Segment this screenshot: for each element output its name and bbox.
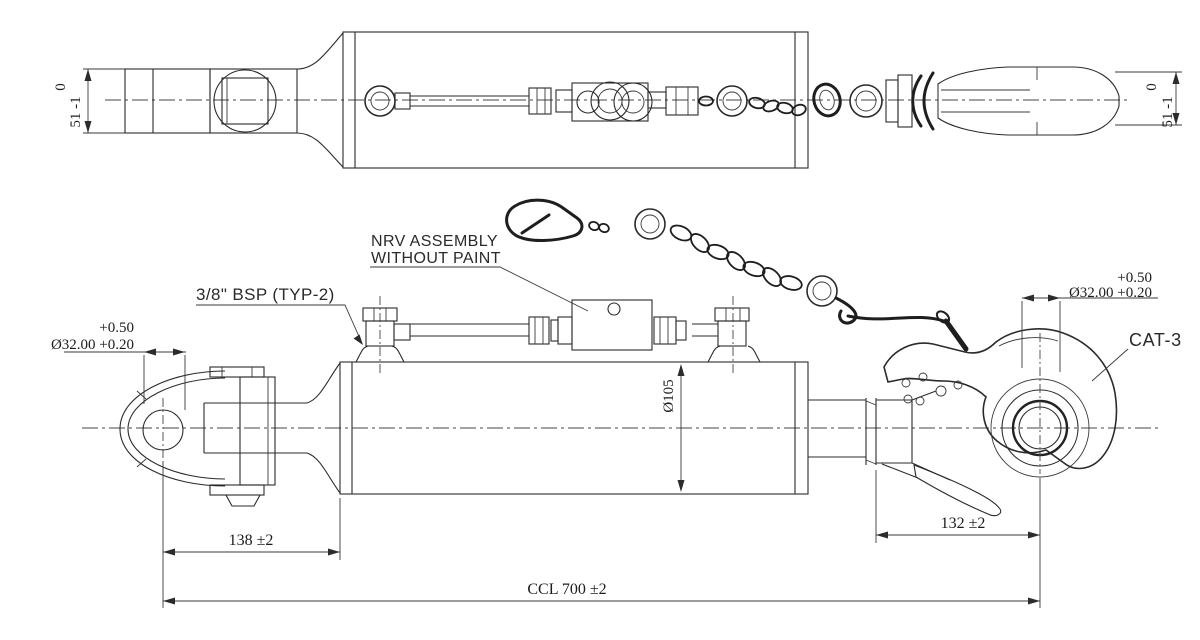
hook-end-top — [885, 66, 1120, 136]
lynch-pin — [943, 318, 969, 352]
main-view: Ø105 NRV ASSEMBLY WITHOUT PAINT 3/8" BSP… — [51, 198, 1182, 608]
leader-line — [370, 266, 589, 312]
dim-text: 51 -1 — [68, 96, 84, 127]
dim-eye-dia: +0.50 Ø32.00 +0.20 — [51, 320, 186, 410]
label-text: WITHOUT PAINT — [371, 250, 501, 267]
dim-text: +0.50 — [99, 320, 134, 336]
chain-top — [698, 82, 883, 118]
label-cat3: CAT-3 — [1091, 330, 1182, 382]
dim-text: 0 — [1144, 83, 1160, 91]
dim-top-left-51: 0 51 -1 — [53, 68, 125, 134]
chain-assembly — [505, 198, 946, 325]
nrv-piping-top — [364, 81, 699, 122]
dim-text: +0.50 — [1117, 270, 1152, 286]
dim-132: 132 ±2 — [875, 470, 1041, 608]
dim-hook-dia: +0.50 Ø32.00 +0.20 — [1021, 270, 1158, 372]
label-text: CAT-3 — [1129, 330, 1182, 350]
dim-text: 51 -1 — [1160, 96, 1176, 127]
dim-barrel-dia: Ø105 — [661, 364, 685, 492]
dim-top-right-51: 0 51 -1 — [1115, 71, 1182, 128]
leader-line — [196, 304, 362, 342]
dim-text: 132 ±2 — [941, 515, 986, 532]
label-nrv: NRV ASSEMBLY WITHOUT PAINT — [370, 233, 589, 312]
cylinder-barrel-top — [342, 31, 809, 169]
hook-body — [883, 328, 1118, 470]
dim-text: 138 ±2 — [229, 532, 274, 549]
dim-text: Ø32.00 +0.20 — [51, 337, 134, 353]
hook-end — [808, 310, 1118, 517]
dim-text: Ø105 — [661, 379, 677, 412]
dim-text: 0 — [53, 83, 69, 91]
dim-ccl-700: CCL 700 ±2 — [163, 581, 1040, 605]
eye-end — [119, 362, 341, 507]
nrv-valve-block — [571, 299, 653, 351]
leader-line — [1091, 348, 1129, 382]
carabiner-clip — [505, 198, 584, 242]
nrv-assembly — [355, 296, 761, 374]
dim-text: CCL 700 ±2 — [527, 581, 606, 598]
cylinder-barrel — [339, 361, 809, 495]
dim-text: Ø32.00 +0.20 — [1069, 285, 1152, 301]
label-text: 3/8" BSP (TYP-2) — [196, 285, 335, 304]
label-bsp-port: 3/8" BSP (TYP-2) — [196, 285, 363, 345]
dim-138: 138 ±2 — [162, 461, 341, 608]
eye-end-top — [124, 32, 344, 168]
label-text: NRV ASSEMBLY — [371, 233, 498, 250]
top-view: 0 51 -1 — [53, 31, 1182, 169]
